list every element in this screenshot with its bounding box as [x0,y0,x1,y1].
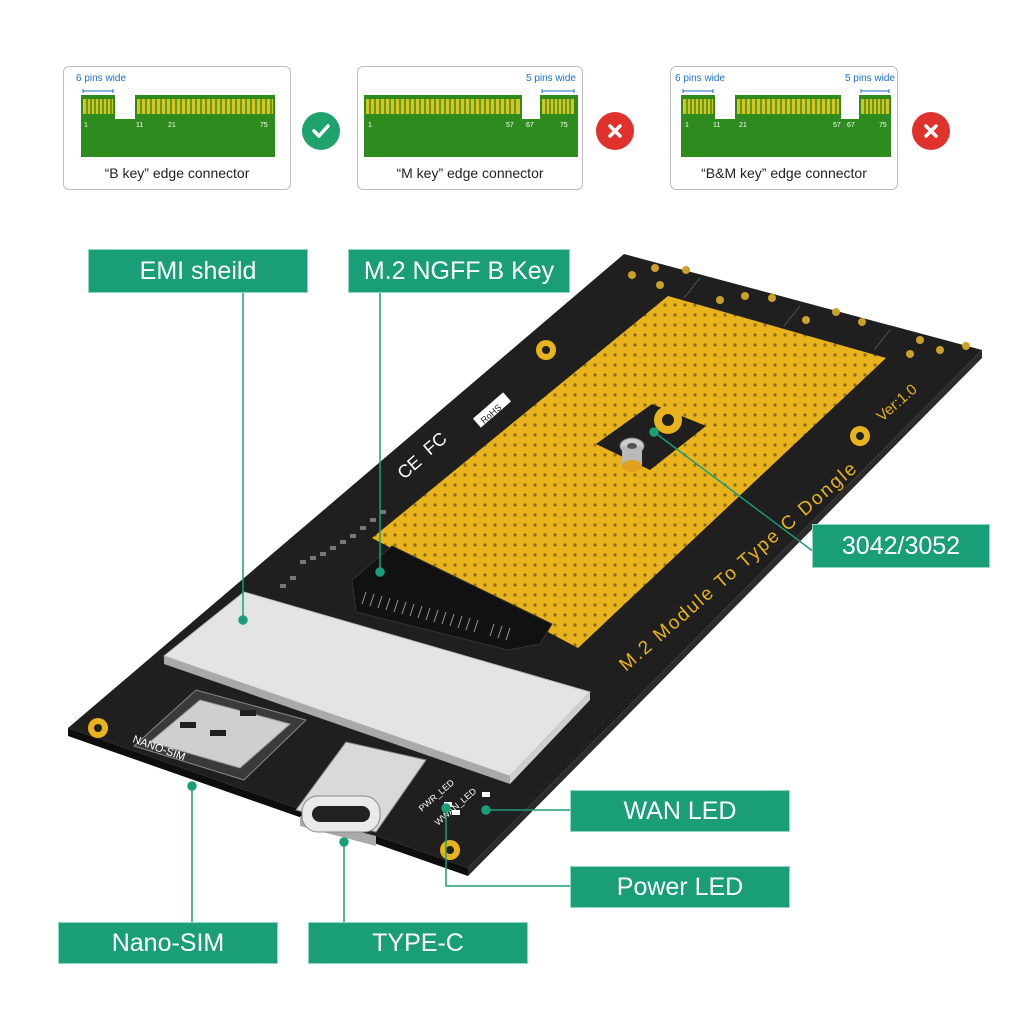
bm-key-left-note: 6 pins wide [675,73,726,84]
pin-number: 67 [526,122,534,129]
m2-slot [351,545,553,651]
pin-number: 75 [879,122,887,129]
pin-number: 75 [560,122,568,129]
cross-icon [596,112,634,150]
b-key-left-note: 6 pins wide [76,73,127,84]
leader-lines [187,292,815,922]
pin-number: 57 [506,122,514,129]
pin-number: 11 [713,122,720,129]
bm-key-right-note: 5 pins wide [844,73,895,84]
pin-number: 57 [833,122,841,129]
m-key-caption: “M key” edge connector [396,165,544,181]
m-key-box: 1 57 67 75 5 pins wide “M key” edge connect… [357,66,583,190]
bm-key-caption: “B&M key” edge connector [701,165,867,181]
nano-sim-callout: Nano-SIM [58,922,278,964]
type-c-callout: TYPE-C [308,922,528,964]
m-key-right-note: 5 pins wide [525,73,576,84]
pin-number: 1 [84,122,88,129]
m-key-connector-graphic: 1 57 67 75 [364,89,578,157]
wan-led-callout: WAN LED [570,790,790,832]
check-icon [302,112,340,150]
b-key-caption: “B key” edge connector [104,165,250,181]
pin-number: 21 [739,122,747,129]
pin-number: 75 [260,122,268,129]
pin-number: 1 [368,122,372,129]
cross-icon [912,112,950,150]
mounting-holes [88,340,870,860]
pin-number: 1 [685,122,689,129]
power-led-callout: Power LED [570,866,790,908]
module-area [372,296,886,648]
module-size-callout: 3042/3052 [812,524,990,568]
pin-number: 67 [847,122,855,129]
m2-slot-callout: M.2 NGFF B Key [348,249,570,293]
emi-shield-callout: EMI sheild [88,249,308,293]
wan-led [482,792,490,797]
pin-number: 11 [136,122,143,129]
pin-number: 21 [168,122,176,129]
